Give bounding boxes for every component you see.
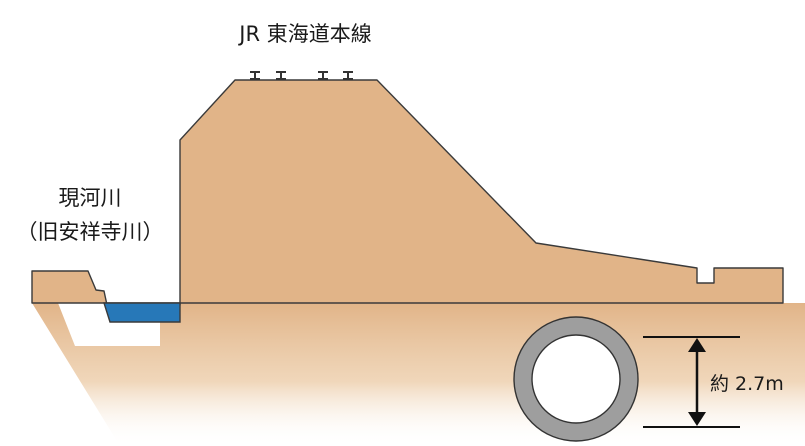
underground-soil [32, 303, 805, 446]
dimension-arrowhead-up [688, 338, 706, 352]
culvert-pipe-inner [531, 334, 621, 424]
railway-label: JR 東海道本線 [239, 22, 372, 46]
river-water [103, 302, 181, 323]
river-old-name-label: （旧安祥寺川） [16, 220, 164, 244]
pipe-size-label: 約 2.7m [710, 373, 784, 395]
dimension-arrowhead-down [688, 412, 706, 426]
river-label: 現河川 [58, 186, 122, 210]
rail-icon-1 [250, 71, 260, 80]
embankment [31, 79, 784, 306]
rail-icon-4 [343, 71, 353, 80]
rail-icon-2 [276, 71, 286, 80]
rail-icon-3 [318, 71, 328, 80]
